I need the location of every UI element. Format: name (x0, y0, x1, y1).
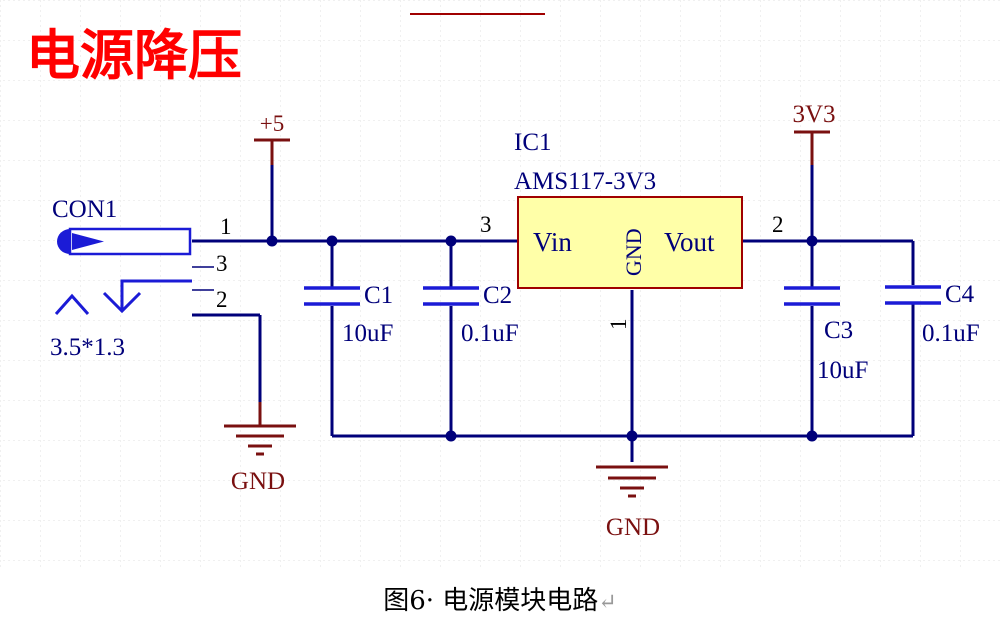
con1-designator: CON1 (52, 196, 117, 223)
junction-dot (806, 430, 818, 442)
con1-pin2-number: 2 (216, 287, 228, 312)
schematic-canvas: 电源降压 CON1 (0, 0, 1000, 570)
junction-dot (445, 430, 457, 442)
ic1-gnd-label: GND (621, 228, 646, 276)
caption-text: 图6· 电源模块电路 (383, 586, 599, 616)
schematic-title: 电源降压 (26, 24, 242, 87)
ic1-vin-pin-number: 3 (480, 212, 492, 237)
c4-value: 0.1uF (922, 320, 980, 347)
v3v3-label: 3V3 (792, 101, 835, 128)
junction-dot (445, 235, 457, 247)
con1-pin1-number: 1 (220, 214, 232, 239)
jack-cap (57, 229, 70, 254)
jack-pin-arrow (72, 233, 104, 250)
capacitor-c3: C3 10uF (784, 286, 868, 384)
junction-dot (266, 235, 278, 247)
ic1-vin-label: Vin (533, 227, 572, 257)
ic1-vout-pin-number: 2 (772, 212, 784, 237)
c4-designator: C4 (945, 281, 975, 308)
figure-caption: 图6· 电源模块电路↵ (0, 584, 1000, 618)
con1-pin3-number: 3 (216, 251, 228, 276)
jack-sleeve-mark (54, 293, 90, 315)
power-port-3v3: 3V3 (792, 101, 836, 165)
ic1-designator: IC1 (514, 129, 552, 156)
junction-dot (326, 235, 338, 247)
capacitor-c1: C1 10uF (304, 282, 393, 347)
regulator-ic1: IC1 AMS117-3V3 Vin Vout GND 3 2 1 (480, 129, 784, 330)
ic1-vout-label: Vout (664, 227, 715, 257)
connector-con1: CON1 1 3 2 3.5*1.3 (50, 196, 232, 361)
ic1-part-number: AMS117-3V3 (514, 168, 656, 195)
gnd-left-label: GND (231, 468, 285, 495)
c3-value: 10uF (817, 357, 868, 384)
con1-value: 3.5*1.3 (50, 334, 125, 361)
power-port-plus5: +5 (254, 111, 290, 165)
gnd-center-label: GND (606, 514, 660, 541)
c2-designator: C2 (483, 282, 512, 309)
c3-designator: C3 (824, 317, 853, 344)
capacitor-c4: C4 0.1uF (885, 281, 980, 347)
jack-switch-contact (120, 279, 192, 309)
ic1-body (517, 196, 743, 289)
ground-symbol-left: GND (224, 402, 296, 495)
wires (192, 165, 915, 462)
ic1-gnd-pin-number: 1 (606, 319, 631, 331)
capacitor-c2: C2 0.1uF (423, 282, 519, 347)
grid-background (0, 0, 1000, 570)
plus5-label: +5 (260, 111, 284, 136)
c2-value: 0.1uF (461, 320, 519, 347)
c1-designator: C1 (364, 282, 393, 309)
c1-value: 10uF (342, 320, 393, 347)
ground-symbol-center: GND (596, 465, 668, 541)
jack-switch-arrow (102, 291, 142, 314)
junction-dot (806, 235, 818, 247)
junction-dot (626, 430, 638, 442)
junctions (266, 235, 818, 442)
paragraph-mark-icon: ↵ (598, 590, 617, 615)
